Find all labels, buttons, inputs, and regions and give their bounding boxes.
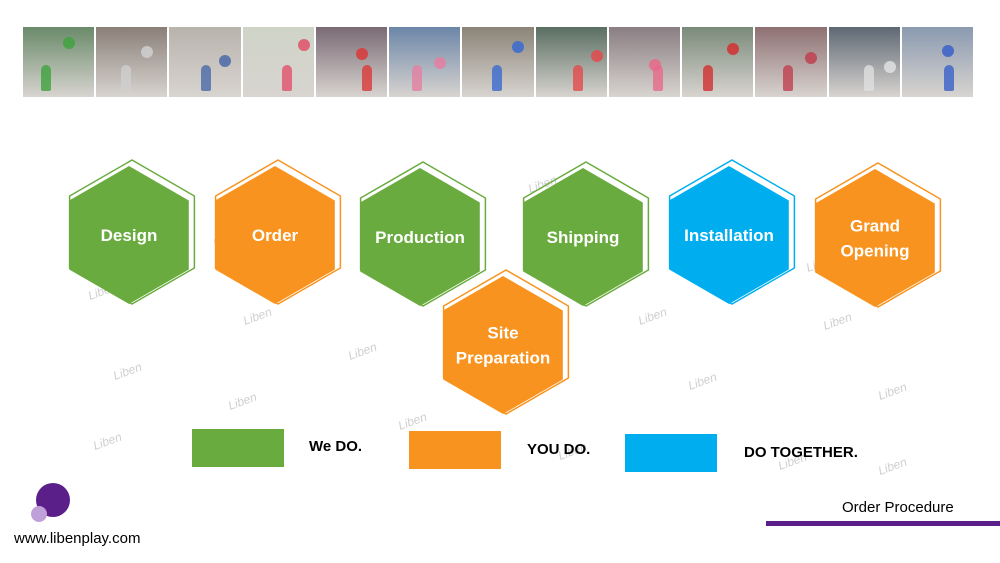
- step-label: Preparation: [456, 349, 550, 368]
- step-label: Grand: [850, 217, 900, 236]
- step-label: Shipping: [547, 228, 620, 247]
- photo-figure: [412, 65, 423, 91]
- step-hexagon: [523, 168, 643, 306]
- watermark-text: Liben: [636, 305, 669, 328]
- banner-photo: [169, 27, 241, 97]
- photo-detail: [512, 41, 525, 53]
- legend-swatch-you-do: [409, 431, 501, 469]
- photo-detail: [941, 45, 954, 57]
- photo-detail: [63, 37, 75, 49]
- watermark-text: Liben: [876, 455, 909, 478]
- banner-photo: [242, 27, 314, 97]
- banner-photo: [755, 27, 827, 97]
- banner-photo: [608, 27, 681, 97]
- photo-detail: [297, 39, 310, 51]
- banner-photo: [96, 27, 168, 97]
- banner-photo: [23, 27, 95, 97]
- photo-detail: [434, 57, 447, 69]
- step-hexagon-outline: [359, 161, 487, 307]
- photo-detail: [590, 50, 603, 62]
- step-hexagon-outline: [214, 159, 342, 305]
- photo-figure: [703, 65, 714, 91]
- step-label: Installation: [684, 226, 774, 245]
- step-hexagon: [669, 166, 789, 304]
- watermark-text: Liben: [241, 305, 274, 328]
- step-hexagon: [215, 166, 335, 304]
- step-hexagon-outline: [68, 159, 196, 305]
- step-label: Opening: [841, 242, 910, 261]
- step-design: Design: [68, 159, 196, 305]
- photo-detail: [727, 43, 740, 55]
- photo-detail: [219, 55, 232, 67]
- legend-label-you-do: YOU DO.: [527, 441, 591, 458]
- banner-photo: [682, 27, 754, 97]
- step-hexagon: [443, 276, 563, 414]
- process-steps: Design Order Production Shipping Installatio…: [68, 159, 942, 415]
- step-installation: Installation: [668, 159, 796, 305]
- step-hexagon-outline: [442, 269, 570, 415]
- photo-figure: [652, 65, 663, 91]
- step-hexagon: [69, 166, 189, 304]
- photo-figure: [281, 65, 292, 91]
- photo-figure: [783, 65, 794, 91]
- photo-detail: [355, 48, 368, 60]
- step-label: Production: [375, 228, 465, 247]
- banner-photo: [901, 27, 974, 97]
- legend-swatch-we-do: [192, 429, 284, 467]
- photo-figure: [361, 65, 372, 91]
- photo-detail: [648, 59, 661, 71]
- watermark-text: Liben: [821, 310, 854, 333]
- step-hexagon-outline: [522, 161, 650, 307]
- photo-figure: [41, 65, 51, 91]
- step-label: Order: [252, 226, 299, 245]
- watermark-text: Liben: [686, 370, 719, 393]
- photo-figure: [863, 65, 874, 91]
- photo-figure: [572, 65, 583, 91]
- footer-accent-line: [766, 521, 1000, 526]
- website-link[interactable]: www.libenplay.com: [14, 530, 141, 547]
- watermark-text: Liben: [91, 430, 124, 453]
- photo-figure: [943, 65, 954, 91]
- photo-detail: [141, 46, 154, 58]
- banner-photo: [535, 27, 607, 97]
- banner-photo: [828, 27, 900, 97]
- watermark-text: Liben: [396, 410, 429, 433]
- photo-detail: [805, 52, 818, 64]
- step-shipping: Shipping: [522, 161, 650, 307]
- watermark-text: Liben: [876, 380, 909, 403]
- step-hexagon: [815, 169, 935, 307]
- photo-figure: [492, 65, 503, 91]
- banner-photo: [315, 27, 388, 97]
- photo-banner: [23, 27, 974, 97]
- legend-label-we-do: We DO.: [309, 438, 363, 455]
- banner-photo: [389, 27, 461, 97]
- banner-photo: [462, 27, 534, 97]
- step-hexagon-outline: [814, 162, 942, 308]
- legend-label-together: DO TOGETHER.: [744, 444, 858, 461]
- logo-circle-small: [31, 506, 47, 522]
- step-label: Site: [487, 324, 518, 343]
- step-order: Order: [214, 159, 342, 305]
- step-label: Design: [101, 226, 158, 245]
- legend-swatch-together: [625, 434, 717, 472]
- watermark-text: Liben: [111, 360, 144, 383]
- step-production: Production: [359, 161, 487, 307]
- photo-figure: [121, 65, 132, 91]
- photo-detail: [883, 61, 896, 73]
- step-hexagon: [360, 168, 480, 306]
- step-hexagon-outline: [668, 159, 796, 305]
- watermark-text: Liben: [346, 340, 379, 363]
- watermark-text: Liben: [226, 390, 259, 413]
- photo-figure: [201, 65, 212, 91]
- slide-title: Order Procedure: [842, 499, 954, 516]
